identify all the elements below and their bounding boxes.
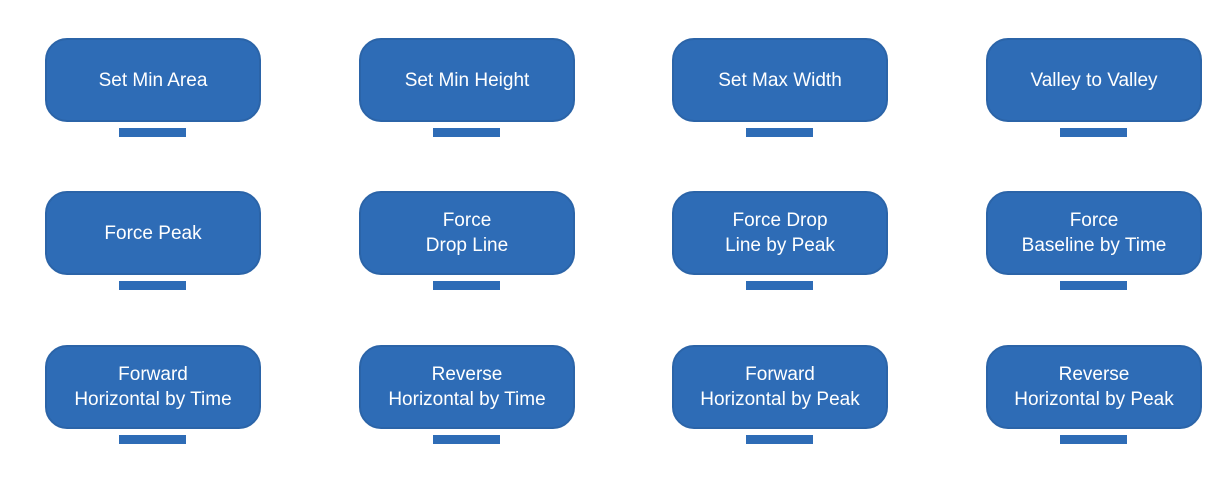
button-label-line: Baseline by Time bbox=[1021, 235, 1167, 256]
connector-bar bbox=[119, 128, 186, 137]
set-max-width-button[interactable]: Set Max Width bbox=[672, 38, 888, 122]
connector-bar bbox=[119, 435, 186, 444]
button-label-line: Drop Line bbox=[425, 235, 509, 256]
forward-horizontal-by-peak-button[interactable]: Forward Horizontal by Peak bbox=[672, 345, 888, 429]
cell-set-min-height: Set Min Height bbox=[359, 38, 575, 138]
connector-bar bbox=[433, 281, 500, 290]
button-label-line: Set Min Height bbox=[404, 69, 530, 91]
set-min-height-button[interactable]: Set Min Height bbox=[359, 38, 575, 122]
connector-bar bbox=[1060, 128, 1127, 137]
cell-force-peak: Force Peak bbox=[45, 191, 261, 291]
reverse-horizontal-by-time-button[interactable]: Reverse Horizontal by Time bbox=[359, 345, 575, 429]
connector-bar bbox=[1060, 435, 1127, 444]
button-label-line: Forward bbox=[745, 364, 815, 385]
reverse-horizontal-by-peak-button[interactable]: Reverse Horizontal by Peak bbox=[986, 345, 1202, 429]
force-drop-line-button[interactable]: Force Drop Line bbox=[359, 191, 575, 275]
connector-bar bbox=[433, 435, 500, 444]
cell-valley-to-valley: Valley to Valley bbox=[986, 38, 1202, 138]
cell-reverse-horizontal-by-peak: Reverse Horizontal by Peak bbox=[986, 345, 1202, 445]
button-label-line: Reverse bbox=[1058, 364, 1130, 385]
connector-bar bbox=[119, 281, 186, 290]
connector-bar bbox=[746, 128, 813, 137]
button-label-line: Set Min Area bbox=[98, 69, 208, 91]
set-min-area-button[interactable]: Set Min Area bbox=[45, 38, 261, 122]
forward-horizontal-by-time-button[interactable]: Forward Horizontal by Time bbox=[45, 345, 261, 429]
connector-bar bbox=[746, 281, 813, 290]
cell-forward-horizontal-by-peak: Forward Horizontal by Peak bbox=[672, 345, 888, 445]
force-peak-button[interactable]: Force Peak bbox=[45, 191, 261, 275]
cell-force-drop-line: Force Drop Line bbox=[359, 191, 575, 291]
cell-reverse-horizontal-by-time: Reverse Horizontal by Time bbox=[359, 345, 575, 445]
connector-bar bbox=[746, 435, 813, 444]
button-label-line: Horizontal by Time bbox=[74, 389, 232, 410]
button-label-line: Force bbox=[442, 210, 492, 231]
button-label-line: Line by Peak bbox=[725, 235, 835, 256]
button-label-line: Horizontal by Peak bbox=[700, 389, 860, 410]
cell-set-min-area: Set Min Area bbox=[45, 38, 261, 138]
connector-bar bbox=[433, 128, 500, 137]
button-label-line: Valley to Valley bbox=[1030, 69, 1158, 91]
button-label-line: Horizontal by Time bbox=[388, 389, 546, 410]
button-label-line: Reverse bbox=[431, 364, 503, 385]
cell-force-baseline-by-time: Force Baseline by Time bbox=[986, 191, 1202, 291]
button-label-line: Force Peak bbox=[104, 222, 202, 244]
cell-force-drop-line-by-peak: Force Drop Line by Peak bbox=[672, 191, 888, 291]
cell-set-max-width: Set Max Width bbox=[672, 38, 888, 138]
button-label-line: Force Drop bbox=[732, 210, 828, 231]
button-label-line: Forward bbox=[118, 364, 188, 385]
button-label-line: Set Max Width bbox=[718, 69, 842, 91]
force-baseline-by-time-button[interactable]: Force Baseline by Time bbox=[986, 191, 1202, 275]
connector-bar bbox=[1060, 281, 1127, 290]
button-label-line: Horizontal by Peak bbox=[1014, 389, 1174, 410]
valley-to-valley-button[interactable]: Valley to Valley bbox=[986, 38, 1202, 122]
cell-forward-horizontal-by-time: Forward Horizontal by Time bbox=[45, 345, 261, 445]
button-label-line: Force bbox=[1069, 210, 1119, 231]
force-drop-line-by-peak-button[interactable]: Force Drop Line by Peak bbox=[672, 191, 888, 275]
